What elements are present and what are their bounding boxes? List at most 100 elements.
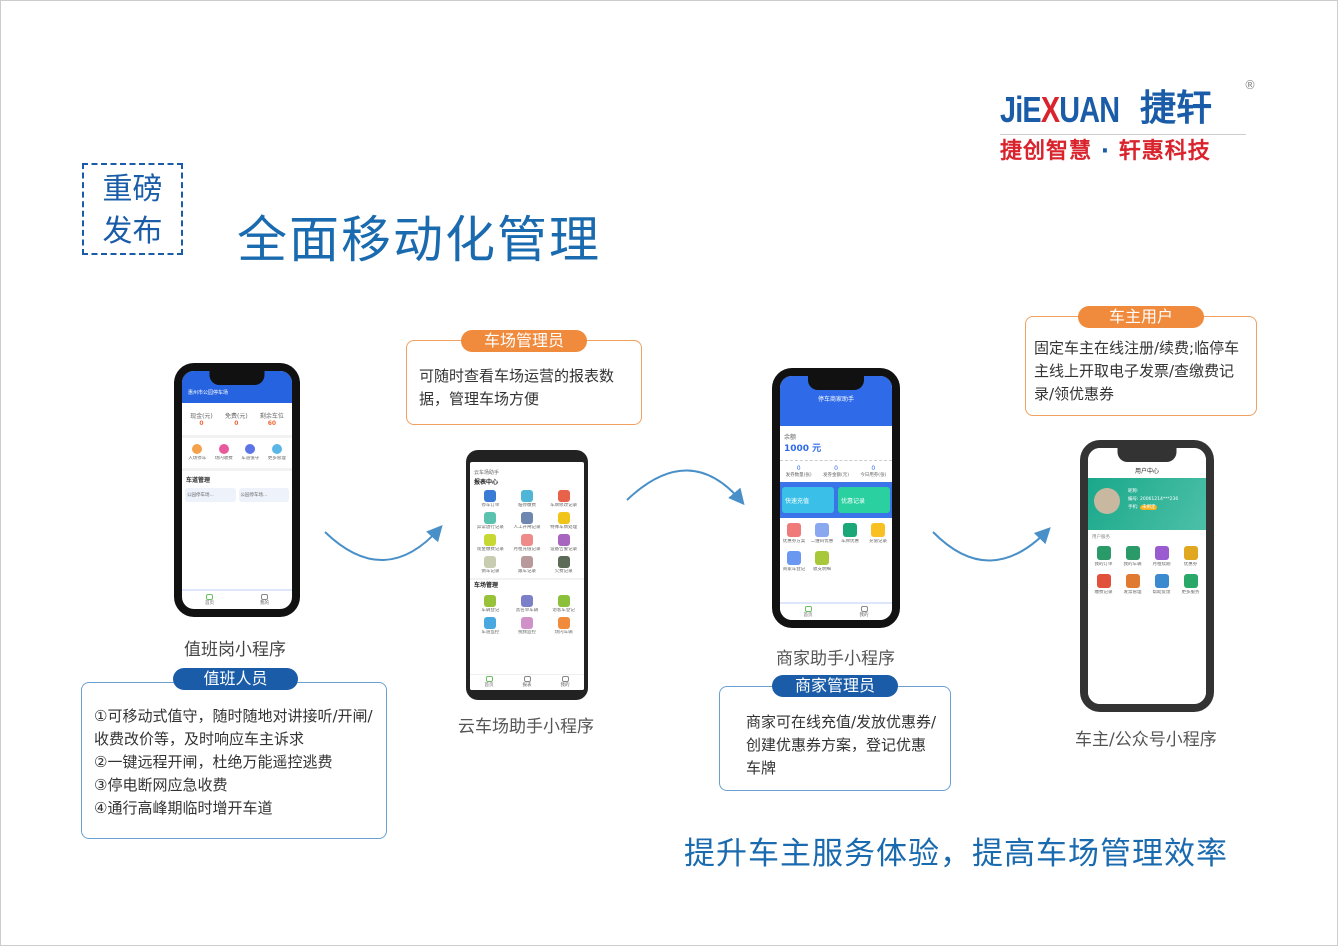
duty-badge: 值班人员 (173, 668, 298, 690)
stat-value: 60 (267, 420, 277, 427)
id-value: 20061214***236 (1139, 497, 1179, 502)
stat-value: 0 (871, 465, 876, 472)
grid-item-label: 设备告警记录 (550, 547, 578, 552)
grid-item[interactable]: 访客车登记 (546, 595, 581, 614)
grid-item-label: 优惠券方案 (782, 539, 806, 544)
grid-item-label: 我的订单 (1094, 562, 1113, 567)
tab-1[interactable]: 报表 (523, 676, 532, 689)
tab-2[interactable]: 我的 (561, 676, 570, 689)
grid-item[interactable]: 临停缴费 (510, 490, 545, 509)
merchant-desc-box: 商家可在线充值/发放优惠券/创建优惠券方案，登记优惠车牌 (719, 686, 951, 791)
grid-item-label: 收支明细 (813, 567, 831, 572)
stat-label: 剩余车位 (259, 413, 284, 420)
stat-value: 0 (234, 420, 239, 427)
desc-line: ①可移动式值守，随时随地对讲接听/开闸/收费改价等，及时响应车主诉求 (94, 707, 373, 748)
tab-1[interactable]: 我的 (859, 605, 869, 619)
app-icon (520, 512, 533, 524)
app-icon (1183, 574, 1198, 588)
lane-card[interactable]: 公园停车场... (185, 488, 236, 502)
tab-icon (485, 676, 493, 682)
logo-wordmark: JiEXUAN (1000, 89, 1120, 130)
app-icon (1096, 574, 1111, 588)
grid-item-label: 缴费记录 (1094, 590, 1113, 595)
grid-item-label: 特殊车牌处理 (550, 525, 578, 530)
tab-label: 首页 (484, 683, 494, 688)
duty-caption: 值班岗小程序 (184, 640, 286, 660)
app-icon (520, 534, 533, 546)
slogan-b: 轩惠科技 (1118, 139, 1211, 164)
grid-item-label: 发票管理 (1123, 590, 1142, 595)
grid-item[interactable]: 视频监控 (510, 617, 545, 636)
grid-item[interactable]: 现金缴费记录 (473, 534, 508, 553)
grid-item[interactable]: 车牌优惠 (837, 523, 863, 545)
tab-0[interactable]: 首页 (804, 605, 813, 619)
grid-item-label: 停车订单 (481, 503, 500, 508)
app-icon (1125, 546, 1140, 560)
admin-desc-box: 可随时查看车场运营的报表数据，管理车场方便 (406, 340, 642, 425)
stat-label: 今日用券(张) (860, 473, 887, 478)
duty-action[interactable]: 场内收费 (215, 444, 233, 462)
grid-item[interactable]: 发票管理 (1119, 574, 1146, 596)
grid-item[interactable]: 特殊车牌处理 (546, 512, 581, 531)
grid-item[interactable]: 充值记录 (865, 523, 891, 545)
tab-label: 我的 (859, 612, 869, 618)
grid-item[interactable]: 车道监控 (473, 617, 508, 636)
tab-0[interactable]: 首页 (485, 676, 494, 689)
grid-item[interactable]: 停车订单 (473, 490, 508, 509)
duty-action[interactable]: 车道值守 (241, 444, 259, 462)
grid-item[interactable]: 更多服务 (1177, 574, 1204, 596)
grid-item[interactable]: 我的订单 (1090, 546, 1117, 568)
grid-item-label: 访客车登记 (552, 608, 575, 613)
grid-item[interactable]: 跟车记录 (510, 556, 545, 575)
merchant-action-button[interactable]: 优惠记录 (838, 487, 890, 513)
grid-item[interactable]: 车辆登记 (473, 595, 508, 614)
app-icon (787, 551, 801, 565)
app-icon (815, 523, 829, 537)
stat: 免费(元)0 (225, 411, 248, 427)
grid-item-label: 车辆登记 (481, 608, 500, 613)
grid-item[interactable]: 优惠券方案 (781, 523, 807, 545)
grid-item[interactable]: 缴费记录 (1090, 574, 1117, 596)
grid-item[interactable]: 场内车辆 (546, 617, 581, 636)
grid-item[interactable]: 异常放行记录 (473, 512, 508, 531)
admin-desc: 可随时查看车场运营的报表数据，管理车场方便 (419, 367, 615, 408)
grid-item[interactable]: 收支明细 (809, 551, 835, 573)
stat-label: 发券金额(元) (822, 473, 849, 478)
grid-item-label: 车道监控 (481, 630, 500, 635)
tab-icon (523, 676, 531, 682)
grid-item[interactable]: 月租充值记录 (510, 534, 545, 553)
grid-item[interactable]: 我的车辆 (1119, 546, 1146, 568)
grid-item[interactable]: 商家车登记 (781, 551, 807, 573)
owner-caption: 车主/公众号小程序 (1075, 730, 1217, 750)
tab-1[interactable]: 我的 (260, 593, 269, 607)
grid-item-label: 黑名单车辆 (515, 608, 539, 613)
desc-line: ④通行高峰期临时增开车道 (94, 799, 273, 817)
grid-item[interactable]: 人工开闸记录 (510, 512, 545, 531)
duty-action[interactable]: 入场停车 (188, 444, 206, 462)
stat-value: 0 (199, 420, 204, 427)
balance-label: 余额 (784, 434, 797, 441)
balance-value: 1000 元 (784, 444, 822, 454)
tab-0[interactable]: 首页 (205, 593, 214, 607)
grid-item[interactable]: 二维码优惠 (809, 523, 835, 545)
grid-item[interactable]: 优惠券 (1177, 546, 1204, 568)
app-icon (520, 595, 533, 607)
duty-action[interactable]: 更多管理 (268, 444, 286, 462)
grid-item[interactable]: 欠费记录 (546, 556, 581, 575)
grid-item[interactable]: 倒车记录 (473, 556, 508, 575)
grid-item[interactable]: 车牌修改记录 (546, 490, 581, 509)
bind-phone-button[interactable]: 未绑定 (1139, 505, 1158, 510)
merchant-action-button[interactable]: 快速充值 (782, 487, 834, 513)
grid-item[interactable]: 月租续期 (1148, 546, 1175, 568)
lane-card[interactable]: 公园停车场... (238, 488, 289, 502)
grid-item[interactable]: 帮助反馈 (1148, 574, 1175, 596)
merchant-caption: 商家助手小程序 (776, 649, 895, 669)
stamp-line1: 重磅 (102, 172, 163, 207)
grid-item-label: 欠费记录 (554, 569, 573, 574)
action-label: 场内收费 (214, 456, 233, 461)
grid-item[interactable]: 设备告警记录 (546, 534, 581, 553)
grid-item[interactable]: 黑名单车辆 (510, 595, 545, 614)
app-icon (557, 534, 570, 546)
